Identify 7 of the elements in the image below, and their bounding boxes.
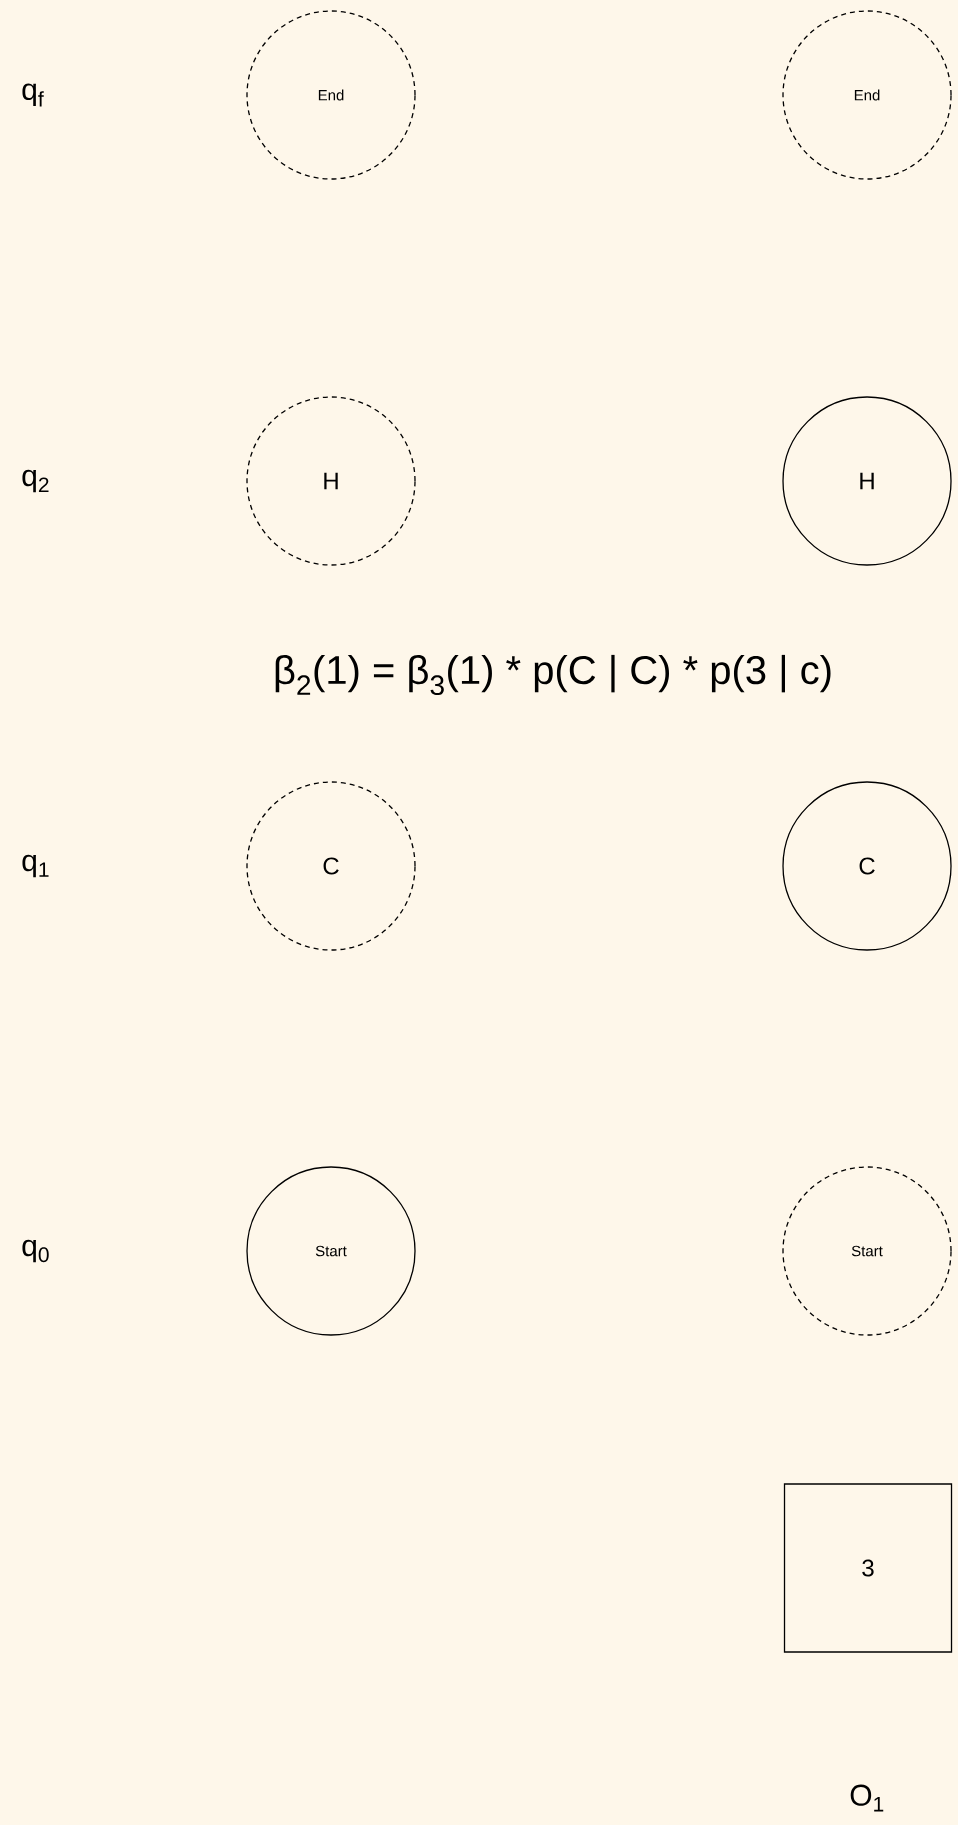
observation-label: O$_{1}$ <box>850 1784 884 1812</box>
row-label: q$_{2}$ <box>22 469 49 493</box>
row-label: q$_{f}$ <box>22 83 44 107</box>
row-label: q$_{1}$ <box>22 854 49 878</box>
formula-text: β$_{2}$(1) = β$_{3}$(1) * p(C | C) * p(3 | c) <box>275 654 831 696</box>
row-label: q$_{0}$ <box>22 1239 49 1263</box>
observation-box: 3 <box>783 1483 953 1653</box>
